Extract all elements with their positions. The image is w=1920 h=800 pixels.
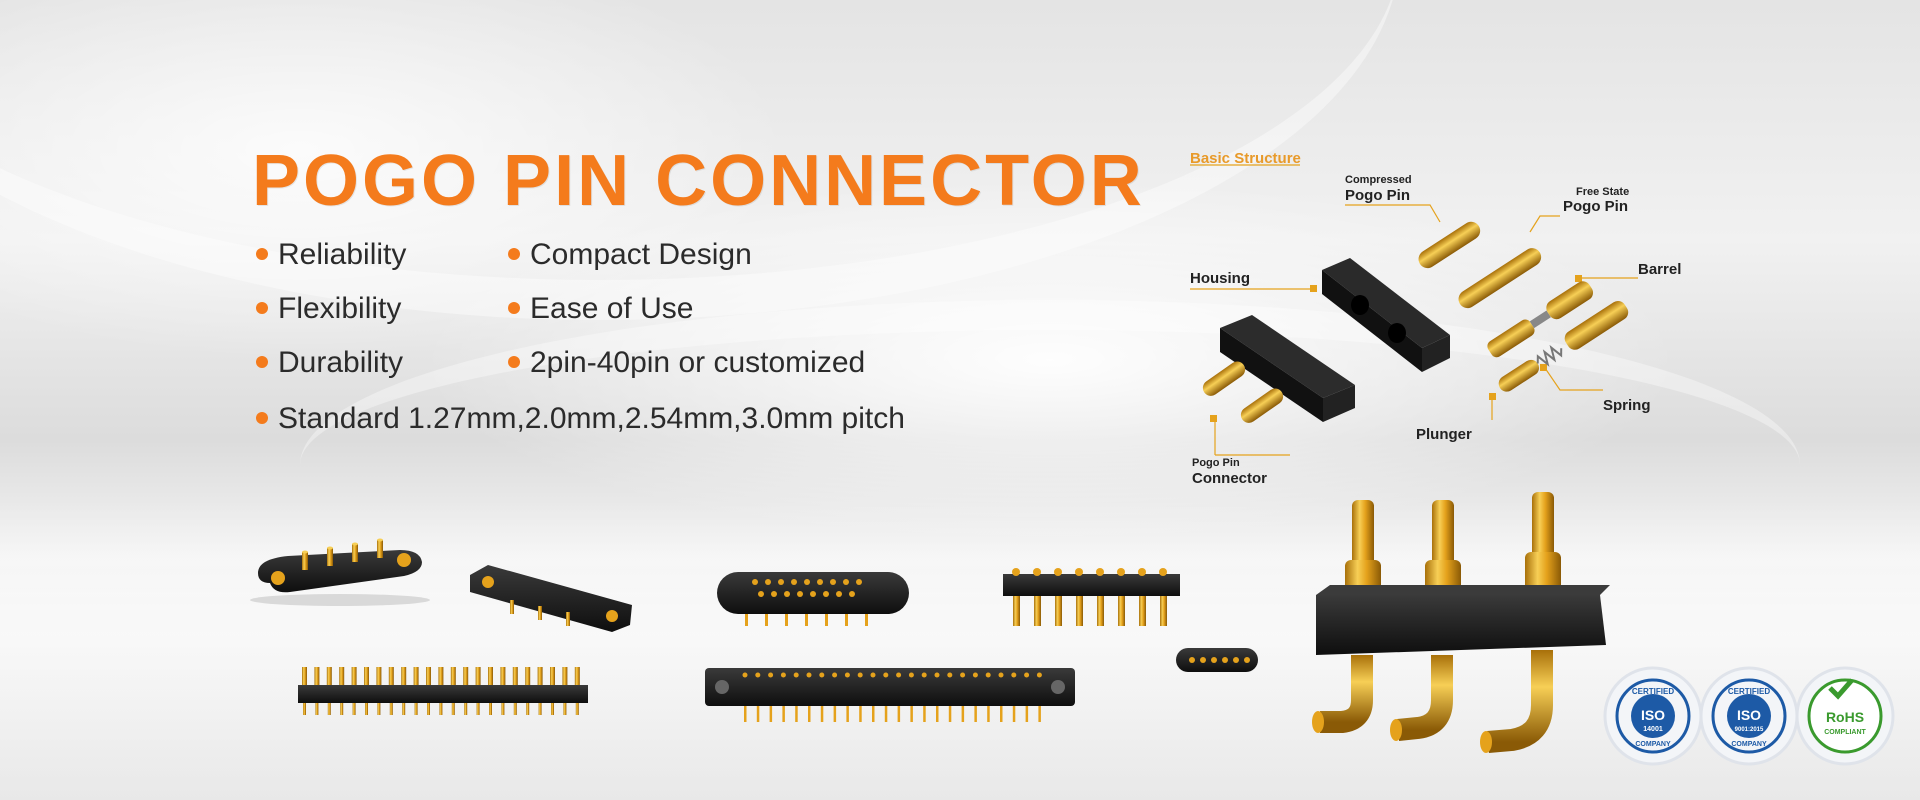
bullet-icon [256,302,268,314]
bullet-icon [508,302,520,314]
structure-heading: Basic Structure [1190,150,1301,167]
free-state-label-small: Free State [1576,186,1630,198]
feature-item: Standard 1.27mm,2.0mm,2.54mm,3.0mm pitch [256,402,905,436]
connector-label-small: Pogo Pin [1192,457,1240,469]
plunger-label: Plunger [1416,426,1472,443]
housing-label: Housing [1190,270,1250,287]
connector-label: Connector [1192,470,1267,487]
bullet-icon [256,356,268,368]
bullet-icon [256,248,268,260]
bullet-icon [256,412,268,424]
feature-item: Compact Design [508,238,752,272]
feature-item: Reliability [256,238,406,272]
floor-reflection [0,500,1920,800]
spring-label: Spring [1603,397,1651,414]
page-title: POGO PIN CONNECTOR [252,141,1145,221]
compressed-label: Pogo Pin [1345,187,1410,204]
barrel-label: Barrel [1638,261,1682,278]
bullet-icon [508,356,520,368]
feature-item: Ease of Use [508,292,693,326]
feature-item: 2pin-40pin or customized [508,346,865,380]
bullet-icon [508,248,520,260]
feature-item: Flexibility [256,292,401,326]
compressed-label-small: Compressed [1345,174,1412,186]
free-state-label: Pogo Pin [1563,198,1628,215]
feature-item: Durability [256,346,403,380]
